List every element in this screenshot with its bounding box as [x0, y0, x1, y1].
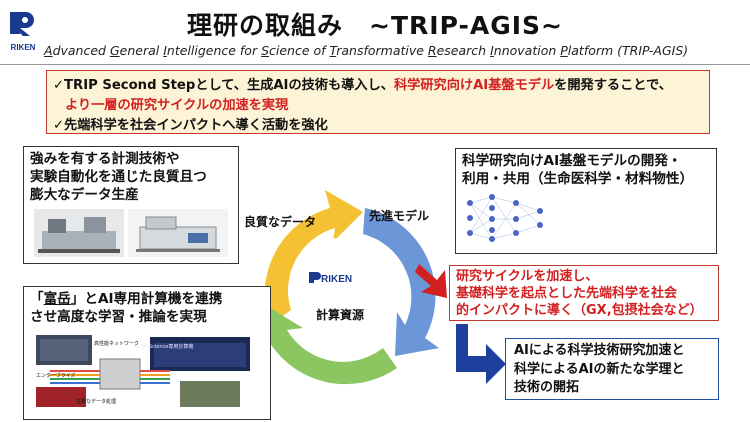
- ai-model-box: 科学研究向けAI基盤モデルの開発・ 利用・共用（生命医科学・材料物性）: [455, 148, 717, 254]
- goals-box: ✓TRIP Second Stepとして、生成AIの技術も導入し、科学研究向けA…: [46, 70, 710, 134]
- compute-box-line-2: させ高度な学習・推論を実現: [30, 309, 207, 325]
- outcome-red-line: 基礎科学を起点とした先端科学を社会: [456, 286, 678, 301]
- cycle-label-compute: 計算資源: [316, 308, 365, 322]
- small-label-2: 主要なデータ処理: [76, 399, 117, 405]
- compute-infrastructure-illustration: [36, 335, 250, 407]
- outcome-blue-line: 科学によるAIの新たな学理と: [514, 361, 685, 377]
- svg-text:RIKEN: RIKEN: [321, 274, 352, 285]
- cycle-label-model: 先進モデル: [369, 209, 430, 223]
- cycle-label-data: 良質なデータ: [244, 215, 317, 229]
- data-box-line: 膨大なデータ生産: [30, 187, 139, 203]
- data-box-line: 強みを有する計測技術や: [30, 151, 180, 167]
- model-box-line: 利用・共用（生命医科学・材料物性）: [462, 171, 694, 187]
- outcome-red-line: 的インパクトに導く（GX,包摂社会など）: [456, 303, 703, 318]
- goal-line-3: ✓先端科学を社会インパクトへ導く活動を強化: [53, 118, 328, 133]
- goal-line-1: ✓TRIP Second Stepとして、生成AIの技術も導入し、科学研究向けA…: [53, 78, 672, 93]
- blue-arrow-icon: [456, 324, 506, 384]
- compute-box: 「富岳」とAI専用計算機を連携 させ高度な学習・推論を実現 AI for Sci…: [23, 286, 271, 420]
- cycle-segment-compute: [253, 306, 397, 385]
- page-title: 理研の取組み ~TRIP-AGIS~: [187, 11, 563, 40]
- small-label-0: エンターブライズ: [36, 373, 76, 379]
- header-divider: [0, 64, 750, 65]
- model-box-line: 科学研究向けAI基盤モデルの開発・: [462, 153, 682, 169]
- center-riken-logo: RIKEN: [309, 272, 352, 285]
- goal-line-2: より一層の研究サイクルの加速を実現: [65, 98, 289, 113]
- data-box-line: 実験自動化を通じた良質且つ: [30, 169, 207, 185]
- research-cycle-diagram: RIKEN: [253, 190, 439, 385]
- outcome-red-line: 研究サイクルを加速し、: [456, 269, 599, 284]
- lab-robot-photo: [34, 209, 124, 257]
- data-production-box: 強みを有する計測技術や 実験自動化を通じた良質且つ 膨大なデータ生産: [23, 146, 239, 264]
- riken-logo: RIKEN: [10, 12, 36, 52]
- cycle-segment-data: [264, 190, 363, 325]
- small-label-1: 高性能ネットワーク: [94, 341, 140, 347]
- page-subtitle: Advanced General Intelligence for Scienc…: [44, 43, 689, 58]
- neural-network-illustration: [467, 194, 543, 242]
- cycle-center: [300, 238, 380, 318]
- red-arrow-icon: [415, 264, 447, 298]
- outcome-blue-box: AIによる科学技術研究加速と 科学によるAIの新たな学理と 技術の開拓: [505, 338, 719, 400]
- compute-box-line-1: 「富岳」とAI専用計算機を連携: [30, 291, 223, 307]
- outcome-red-box: 研究サイクルを加速し、 基礎科学を起点とした先端科学を社会 的インパクトに導く（…: [449, 265, 719, 321]
- svg-text:RIKEN: RIKEN: [11, 43, 36, 52]
- measurement-instrument-photo: [128, 209, 228, 257]
- ai-machine-label: AI for Science専用計算機: [134, 344, 194, 350]
- cycle-segment-model: [363, 208, 439, 356]
- outcome-blue-line: 技術の開拓: [514, 380, 580, 395]
- outcome-blue-line: AIによる科学技術研究加速と: [514, 343, 685, 358]
